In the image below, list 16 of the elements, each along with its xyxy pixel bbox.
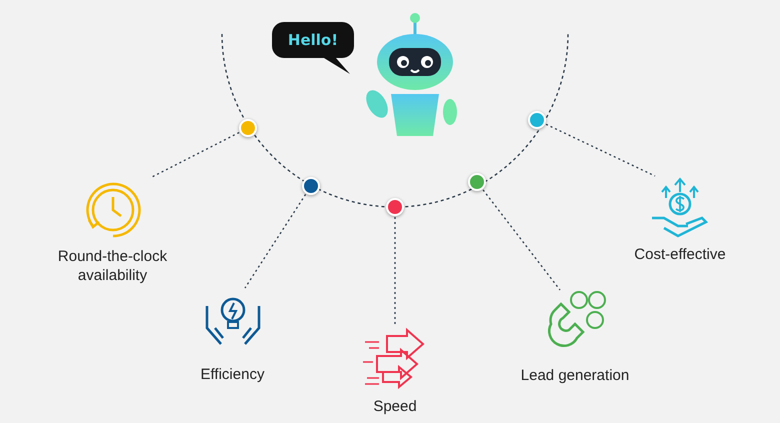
leader-line [482, 190, 561, 290]
marker-dot [302, 177, 320, 195]
feature-label: Speed [372, 397, 418, 416]
feature-label: Round-the-clock availability [56, 247, 168, 285]
marker-dot [386, 198, 404, 216]
feature-label: Efficiency [200, 365, 266, 384]
feature-label: Lead generation [520, 366, 630, 385]
marker-dot [528, 111, 546, 129]
leader-line [150, 132, 240, 179]
leader-line [394, 217, 396, 326]
leader-line [244, 194, 306, 288]
leader-line [546, 124, 656, 177]
marker-dot [468, 173, 486, 191]
greeting-text: Hello! [286, 31, 340, 49]
feature-label: Cost-effective [633, 245, 727, 264]
marker-dot [239, 119, 257, 137]
